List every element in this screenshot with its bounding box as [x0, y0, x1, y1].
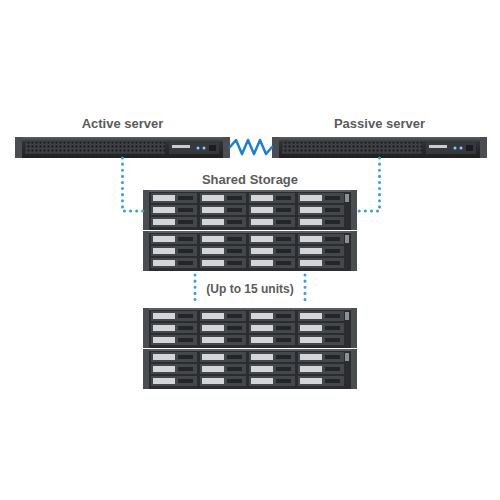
storage-unit: [143, 190, 357, 230]
server-box: Passive server: [272, 116, 487, 158]
expansion-link: [194, 275, 197, 305]
server-chassis: [272, 137, 487, 158]
expansion-link: [304, 275, 307, 305]
heartbeat-link: [230, 140, 272, 154]
storage-group: Shared Storage: [143, 172, 357, 390]
storage-unit: [143, 231, 357, 271]
storage-link: [123, 158, 144, 211]
node-label: Shared Storage: [143, 172, 357, 188]
note-label: (Up to 15 units): [202, 282, 297, 297]
storage-unit: [143, 349, 357, 389]
node-label: Active server: [15, 116, 230, 132]
storage-link: [357, 158, 380, 211]
server-box: Active server: [15, 116, 230, 158]
storage-unit: [143, 308, 357, 348]
node-label: Passive server: [272, 116, 487, 132]
server-chassis: [15, 137, 230, 158]
